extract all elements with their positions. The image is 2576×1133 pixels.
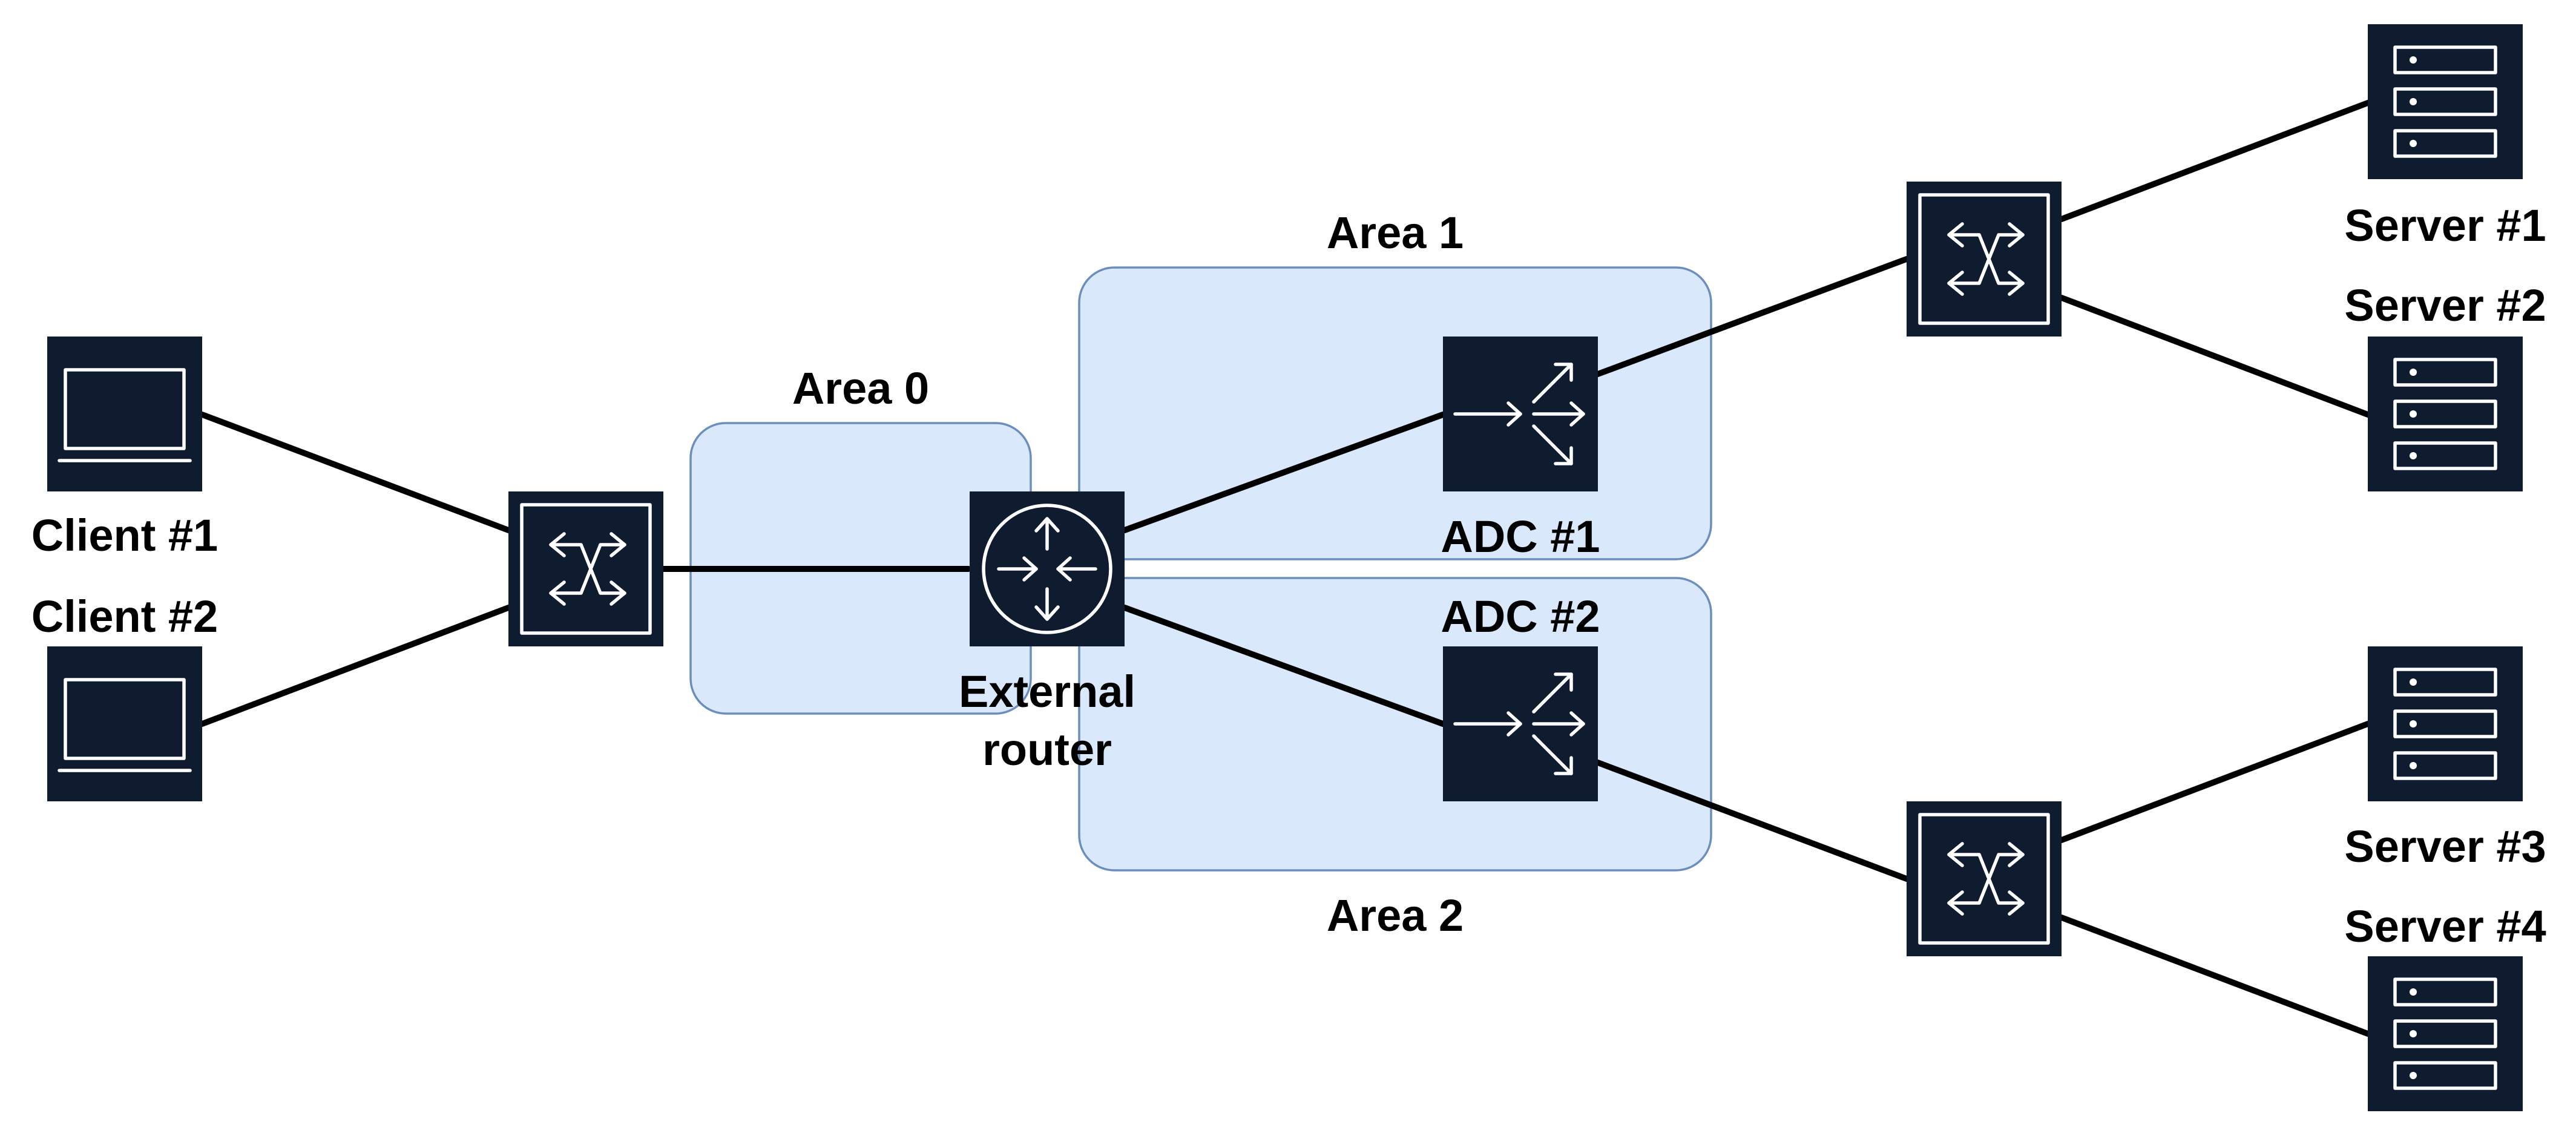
link-router-adc2 [1122, 605, 1446, 727]
adc-2-label: ADC #2 [1441, 591, 1600, 642]
server-icon [2368, 956, 2523, 1111]
server-1-label: Server #1 [2344, 200, 2546, 251]
router-icon [970, 491, 1125, 646]
link-switch-server1 [2058, 100, 2371, 222]
switch-icon [1907, 801, 2062, 956]
laptop-icon [47, 646, 202, 801]
area-2-label: Area 2 [1327, 890, 1464, 941]
server-icon [2368, 337, 2523, 491]
link-switch-server4 [2058, 915, 2371, 1037]
link-client1-switch [199, 412, 511, 533]
switch-icon [508, 491, 663, 646]
router-label-line1: External [959, 666, 1135, 717]
link-client2-switch [199, 605, 511, 727]
router-label-line2: router [982, 724, 1112, 775]
link-adc1-switch-top [1595, 256, 1910, 377]
server-icon [2368, 24, 2523, 179]
switch-icon [1907, 182, 2062, 337]
server-icon [2368, 646, 2523, 801]
client-1-label: Client #1 [31, 510, 218, 560]
laptop-icon [47, 337, 202, 491]
load-balancer-icon [1443, 337, 1598, 491]
server-3-label: Server #3 [2344, 821, 2546, 872]
area-1-label: Area 1 [1327, 208, 1464, 258]
load-balancer-icon [1443, 646, 1598, 801]
link-router-adc1 [1122, 412, 1446, 533]
server-2-label: Server #2 [2344, 280, 2546, 330]
area-2-region [1078, 577, 1712, 872]
adc-1-label: ADC #1 [1441, 511, 1600, 562]
client-2-label: Client #2 [31, 591, 218, 642]
link-switch-server2 [2058, 295, 2371, 418]
link-switch-server3 [2058, 721, 2371, 843]
area-0-label: Area 0 [792, 363, 929, 413]
server-4-label: Server #4 [2344, 901, 2546, 951]
area-1-region [1078, 266, 1712, 560]
link-adc2-switch-bottom [1595, 760, 1910, 882]
